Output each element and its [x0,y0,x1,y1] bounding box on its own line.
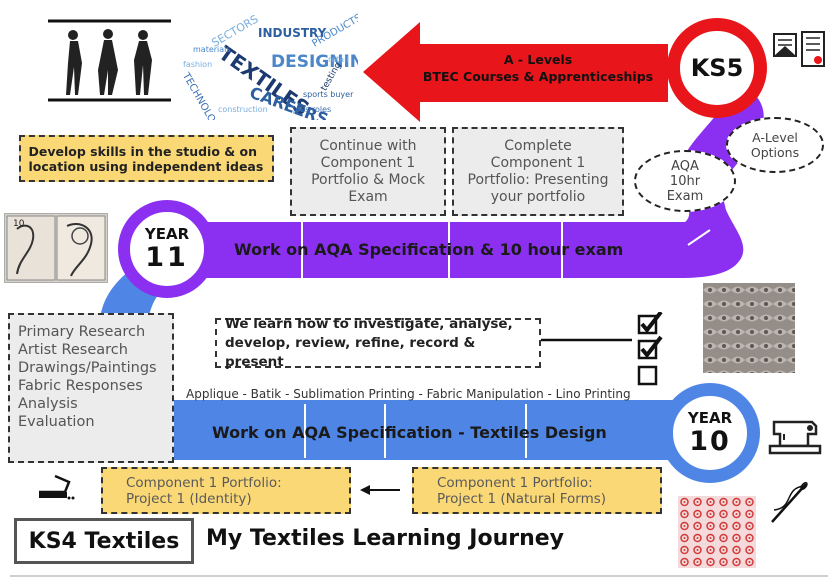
box-complete-text: Complete Component 1 Portfolio: Presenti… [467,137,609,205]
develop-skills-text: Develop skills in the studio & on locati… [28,143,264,174]
svg-text:INDUSTRY: INDUSTRY [258,26,327,40]
ks5-arrow-line1: A - Levels [503,52,573,67]
svg-text:sports buyer: sports buyer [303,90,354,99]
svg-text:10: 10 [13,219,25,229]
svg-text:fashion: fashion [183,60,212,69]
year11-band-text: Work on AQA Specification & 10 hour exam [234,240,624,259]
ks5-label: KS5 [690,54,744,82]
svg-text:materials: materials [193,45,231,54]
year10-circle: YEAR 10 [660,383,760,483]
research-item: Fabric Responses [18,378,143,394]
project-natural-forms: Component 1 Portfolio: Project 1 (Natura… [412,467,662,514]
word-cloud-image: TEXTILES DESIGNING CAREERS INDUSTRY SECT… [173,12,378,145]
printed-fabric-image [678,496,756,568]
certificate-book-icon [772,26,828,72]
oval-aqa-text: AQA 10hr Exam [666,158,704,204]
box-continue-text: Continue with Component 1 Portfolio & Mo… [311,137,425,205]
ks5-arrow [363,22,668,122]
svg-text:construction: construction [218,105,268,114]
develop-skills-note: Develop skills in the studio & on locati… [19,135,274,182]
box-continue-portfolio: Continue with Component 1 Portfolio & Mo… [290,127,446,216]
sewing-machine-icon [768,412,822,456]
box-complete-portfolio: Complete Component 1 Portfolio: Presenti… [452,127,624,216]
ks4-title: KS4 Textiles [28,528,180,554]
svg-text:DESIGNING: DESIGNING [271,52,358,72]
project-natural-forms-text: Component 1 Portfolio: Project 1 (Natura… [437,474,607,507]
ks5-arrow-line2: BTEC Courses & Apprenticeships [422,69,654,84]
iron-icon [35,472,75,502]
fabric-smocking-image [703,283,795,373]
research-item: Artist Research [18,342,128,358]
year10-label: YEAR [687,409,733,427]
oval-aqa-exam: AQA 10hr Exam [634,150,736,212]
checklist-icon [636,310,664,388]
techniques-list: Applique - Batik - Sublimation Printing … [186,387,631,401]
oval-alevel-options: A-Level Options [726,117,824,173]
fashion-figures-icon [48,25,171,97]
oval-alevel-text: A-Level Options [750,130,800,160]
research-item: Drawings/Paintings [18,360,157,376]
page-subtitle: My Textiles Learning Journey [206,526,565,551]
sketchbook-image: 10 [4,213,108,283]
learn-skills-text: We learn how to investigate, analyse, de… [225,315,513,370]
project-identity: Component 1 Portfolio: Project 1 (Identi… [101,467,351,514]
purple-upper-curve [165,90,764,278]
needle-thread-icon [764,478,814,528]
ks5-circle: KS5 [667,18,767,118]
learn-skills-note: We learn how to investigate, analyse, de… [215,316,541,370]
year10-number: 10 [689,426,731,457]
year11-circle: YEAR 11 [118,200,216,298]
ks5-arrow-text: A - Levels BTEC Courses & Apprenticeship… [418,51,658,85]
ks4-title-box: KS4 Textiles [14,518,194,564]
research-item: Analysis [18,396,78,412]
year11-number: 11 [145,242,189,273]
svg-text:retail: retail [328,55,349,64]
research-item: Evaluation [18,414,95,430]
research-item: Primary Research [18,324,146,340]
project-identity-text: Component 1 Portfolio: Project 1 (Identi… [126,474,282,507]
year10-band-text: Work on AQA Specification - Textiles Des… [212,423,607,442]
svg-text:jobs roles: jobs roles [292,105,331,114]
research-list: Primary Research Artist Research Drawing… [8,313,174,463]
year11-label: YEAR [144,225,190,243]
